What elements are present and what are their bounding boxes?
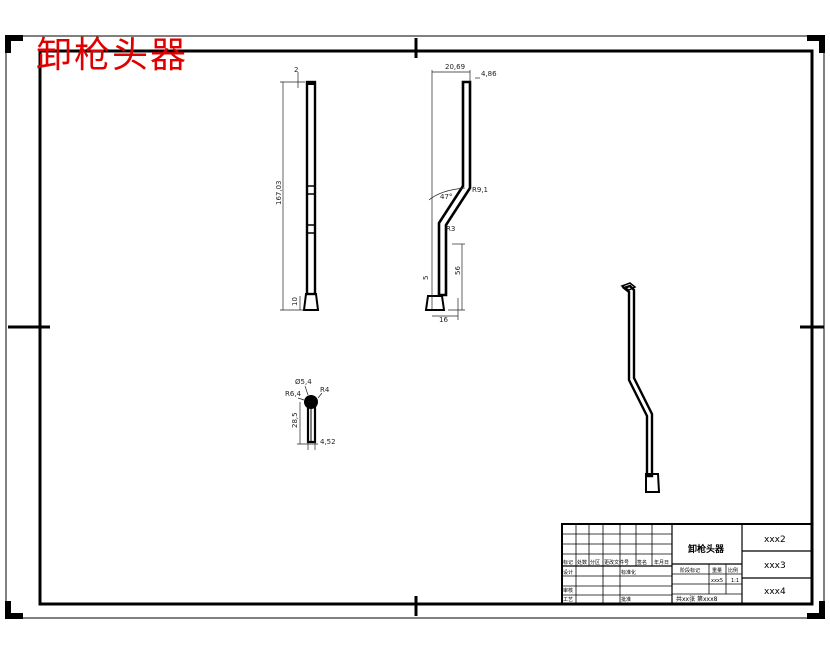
v2-dim-left: 5	[422, 276, 430, 280]
view-isometric	[620, 282, 661, 493]
tb-weight-label: 重量	[712, 567, 722, 574]
tb-row-approve: 批准	[621, 596, 631, 603]
drawing-title: 卸枪头器	[36, 35, 189, 76]
v3-dim-r-right: R4	[320, 386, 330, 394]
tb-code3: xxx4	[764, 587, 786, 597]
tb-unit-label: xxx5	[711, 578, 723, 584]
corner-marks	[5, 35, 825, 619]
tb-col-zone: 分区	[590, 559, 600, 566]
v3-dim-height: 28,5	[291, 412, 299, 428]
v2-dim-height: 56	[454, 266, 462, 275]
title-block	[561, 523, 813, 605]
v3-dim-dia: Ø5,4	[295, 378, 312, 386]
tb-col-sign: 签名	[637, 559, 647, 566]
tb-row-standard: 标准化	[621, 569, 636, 576]
v2-dim-r1: R9,1	[472, 186, 488, 194]
v2-dim-bottom-width: 16	[439, 316, 448, 324]
bent-rod-body	[437, 80, 472, 297]
tb-code1: xxx2	[764, 535, 786, 545]
v2-dim-r2: R3	[446, 225, 455, 233]
tb-scale-value: 1:1	[731, 578, 739, 584]
v2-dim-top-width: 20,69	[445, 63, 465, 71]
tb-part-name: 卸枪头器	[688, 543, 725, 555]
tb-row-design: 设计	[563, 569, 573, 576]
view-detail	[297, 385, 323, 450]
tb-col-change: 更改文件号	[604, 559, 629, 566]
tb-col-date: 年月日	[654, 559, 669, 566]
tb-scale-label: 比例	[728, 567, 738, 574]
v3-dim-r-left: R6,4	[285, 390, 302, 398]
tb-col-mark: 标记	[563, 559, 573, 566]
tb-row-process: 工艺	[563, 597, 573, 603]
rod-body	[305, 80, 317, 296]
v1-dim-length: 167,03	[275, 181, 283, 206]
tb-col-count: 处数	[577, 559, 587, 566]
tb-row-check: 审核	[563, 587, 573, 594]
tb-stage-label: 阶段标记	[680, 567, 700, 574]
v1-dim-top: 2	[294, 66, 298, 74]
tb-sheets: 共xx张 第xxx8	[676, 595, 718, 603]
inner-border	[38, 49, 814, 606]
v2-dim-top-small: 4,86	[481, 70, 497, 78]
v3-dim-width: 4,52	[320, 438, 336, 446]
outer-frame	[5, 35, 825, 619]
view-front-straight	[280, 72, 320, 311]
v1-dim-bottom: 10	[291, 297, 299, 306]
centering-marks	[8, 38, 824, 616]
tb-code2: xxx3	[764, 561, 786, 571]
v2-dim-angle: 47°	[440, 193, 452, 201]
view-side-bent	[424, 70, 480, 320]
